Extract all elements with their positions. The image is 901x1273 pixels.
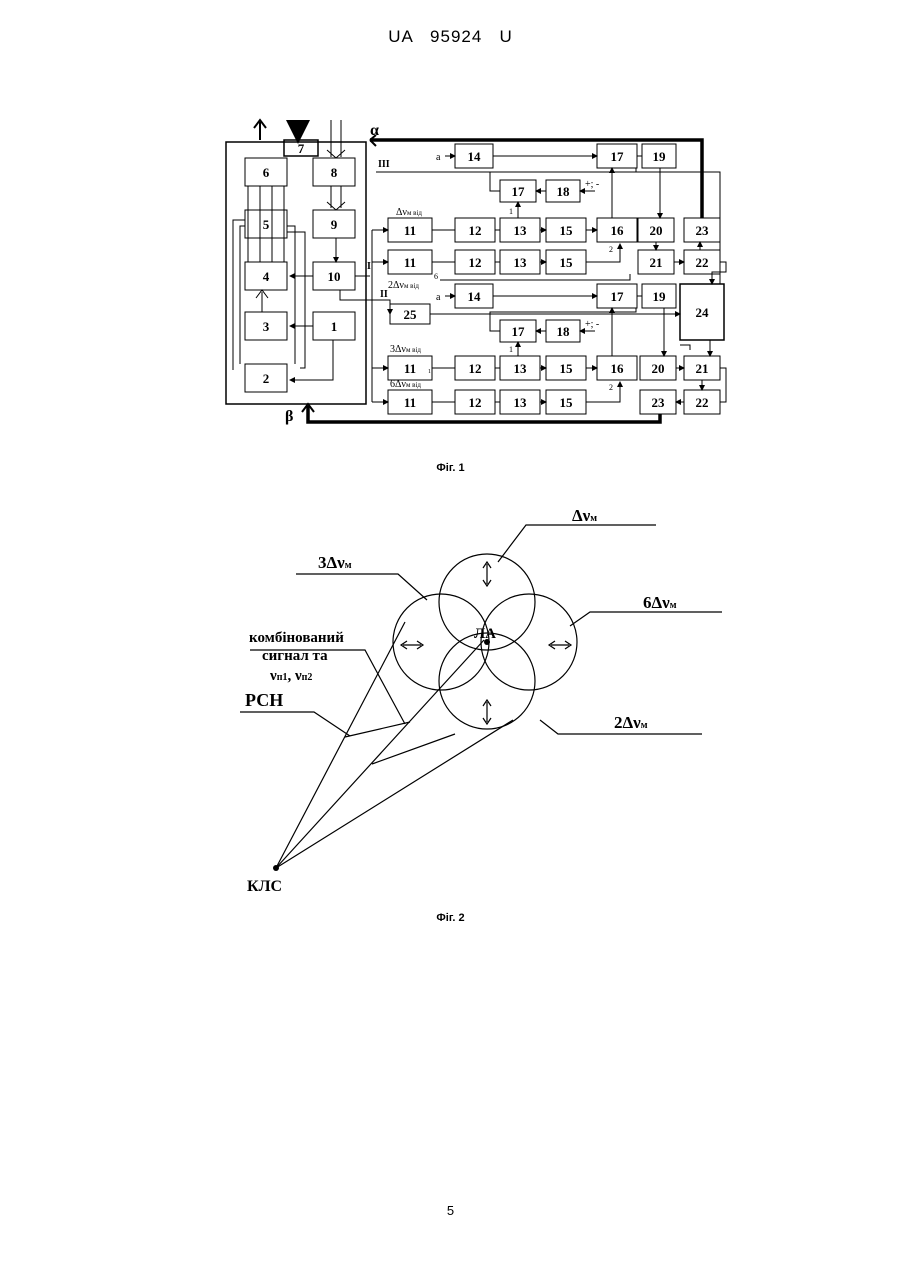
combined-line-1: комбінований [249,630,344,646]
row1-block-12: 12 [469,223,482,238]
roman-III-label: III [378,159,390,170]
fig1-caption: Фіг. 1 [0,462,901,474]
mid-block-14: 14 [468,289,482,304]
fig2-caption: Фіг. 2 [0,912,901,924]
combined-line-3: νп1, νп2 [269,668,312,684]
block-7: 7 [298,141,305,156]
kls-label: КЛС [247,878,282,895]
kls-point [273,865,279,871]
plus-minus-2: +; - [585,319,599,330]
row3-block-20: 20 [652,361,665,376]
row3-block-16: 16 [611,361,625,376]
row1-block-15: 15 [560,223,574,238]
top-block-17: 17 [611,149,625,164]
roman-II-label: II [380,289,388,300]
rsn-label: РСН [245,690,283,710]
num-1a: 1 [509,207,513,216]
block-8: 8 [331,165,338,180]
dv6-vid-label: 6Δνм від [390,379,421,390]
num-2b: 2 [609,383,613,392]
top-block-17b: 17 [512,184,526,199]
page-number: 5 [0,1203,901,1218]
left-column-blocks [245,140,355,392]
fig2-diagram [240,525,722,868]
beta-label: β [285,408,293,425]
block-5: 5 [263,217,270,232]
row2-block-15: 15 [560,255,574,270]
block-9: 9 [331,217,338,232]
input-a-2: a [436,292,441,303]
num-2a: 2 [609,245,613,254]
row4-block-13: 13 [514,395,528,410]
top-block-18: 18 [557,184,571,199]
fig1-block-diagram [226,120,726,422]
block-2: 2 [263,371,270,386]
block-24: 24 [696,305,710,320]
num-6: 6 [434,272,438,281]
row2-block-12: 12 [469,255,482,270]
input-a-1: a [436,152,441,163]
top-block-14: 14 [468,149,482,164]
row3-block-21: 21 [696,361,709,376]
alpha-label: α [370,122,379,139]
row3-block-12: 12 [469,361,482,376]
row3-block-11: 11 [404,361,416,376]
row1-block-11: 11 [404,223,416,238]
row4-block-23: 23 [652,395,666,410]
la-label: ЛА [474,626,496,642]
block-6: 6 [263,165,270,180]
mid-block-18: 18 [557,324,571,339]
dv6-label: 6Δνм [643,593,677,612]
fig2-labels: Δνм 3Δνм 6Δνм 2Δνм комбінований сигнал т… [245,506,677,895]
row1-block-20: 20 [650,223,663,238]
row1-block-16: 16 [611,223,625,238]
dv3-label: 3Δνм [318,553,352,572]
row3-block-15: 15 [560,361,574,376]
dv2-label: 2Δνм [614,713,648,732]
num-1b: 1 [509,345,513,354]
block-1: 1 [331,319,338,334]
block-25: 25 [404,307,418,322]
row2-block-13: 13 [514,255,528,270]
dv2-vid-label: 2Δνм від [388,280,419,291]
mid-block-17: 17 [611,289,625,304]
row4-block-22: 22 [696,395,709,410]
combined-line-2: сигнал та [262,648,328,664]
block-3: 3 [263,319,270,334]
row2-block-11: 11 [404,255,416,270]
block-10: 10 [328,269,341,284]
row2-block-22: 22 [696,255,709,270]
row4-block-12: 12 [469,395,482,410]
dvm-label: Δνм [572,506,597,525]
dv3-vid-label: 3Δνм від [390,344,421,355]
dv-vid-label: Δνм від [396,207,422,218]
row4-block-11: 11 [404,395,416,410]
row1-block-23: 23 [696,223,710,238]
roman-I-label: I [367,261,371,272]
row2-block-21: 21 [650,255,663,270]
block-4: 4 [263,269,270,284]
mid-block-19: 19 [653,289,667,304]
fig1-block-labels: 6 5 4 3 2 8 9 10 1 7 11 12 13 15 16 20 2… [263,141,709,410]
row1-block-13: 13 [514,223,528,238]
plus-minus-1: +; - [585,179,599,190]
row3-block-13: 13 [514,361,528,376]
mid-block-17b: 17 [512,324,526,339]
num-1c: 1 [428,369,431,375]
top-block-19: 19 [653,149,667,164]
row4-block-15: 15 [560,395,574,410]
